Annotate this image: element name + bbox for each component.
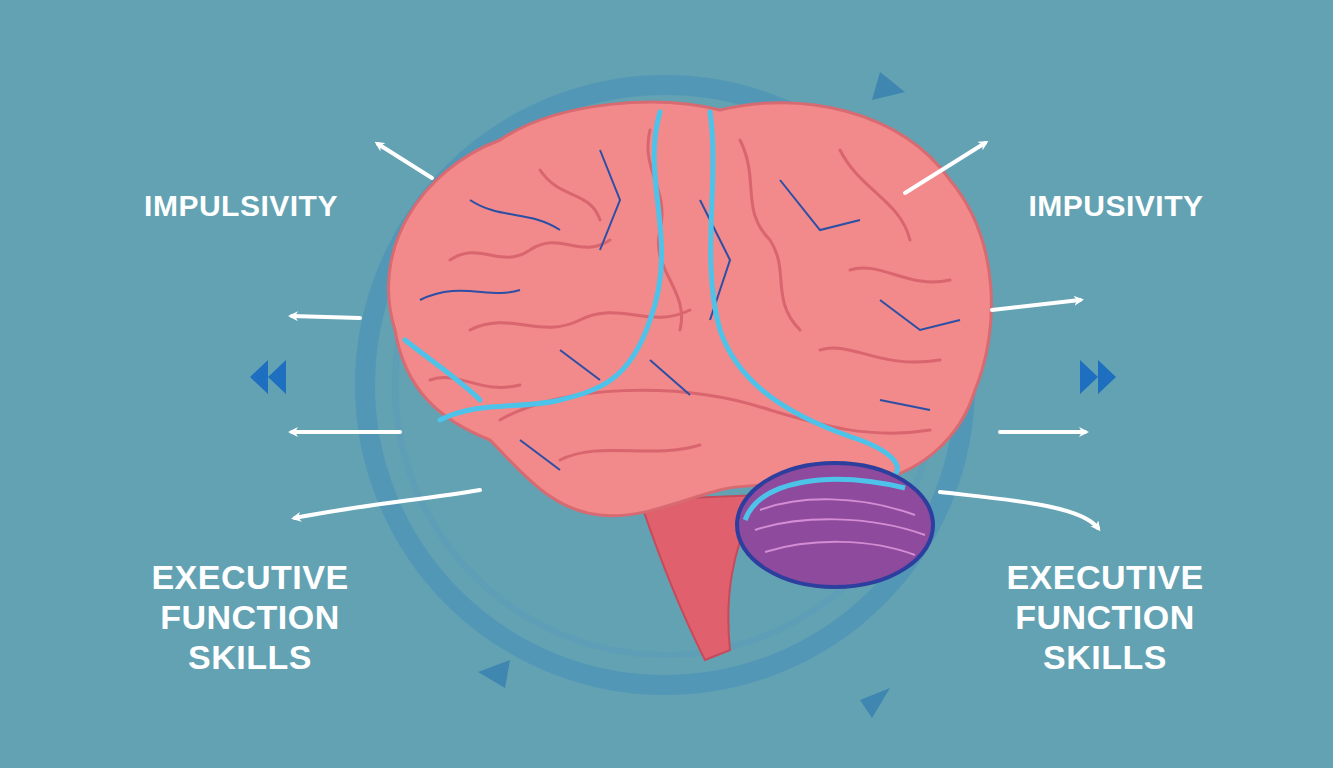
outward-arrows (292, 143, 1098, 528)
diagram-label: IMPUSIVITY (966, 188, 1266, 223)
chevron-symbol (250, 360, 1116, 394)
diagram-label: IMPULSIVITY (91, 188, 391, 223)
diagram-label: EXECUTIVE FUNCTION SKILLS (970, 557, 1240, 677)
cerebellum (737, 463, 933, 587)
brain (389, 102, 992, 516)
diagram-label: EXECUTIVE FUNCTION SKILLS (115, 557, 385, 677)
